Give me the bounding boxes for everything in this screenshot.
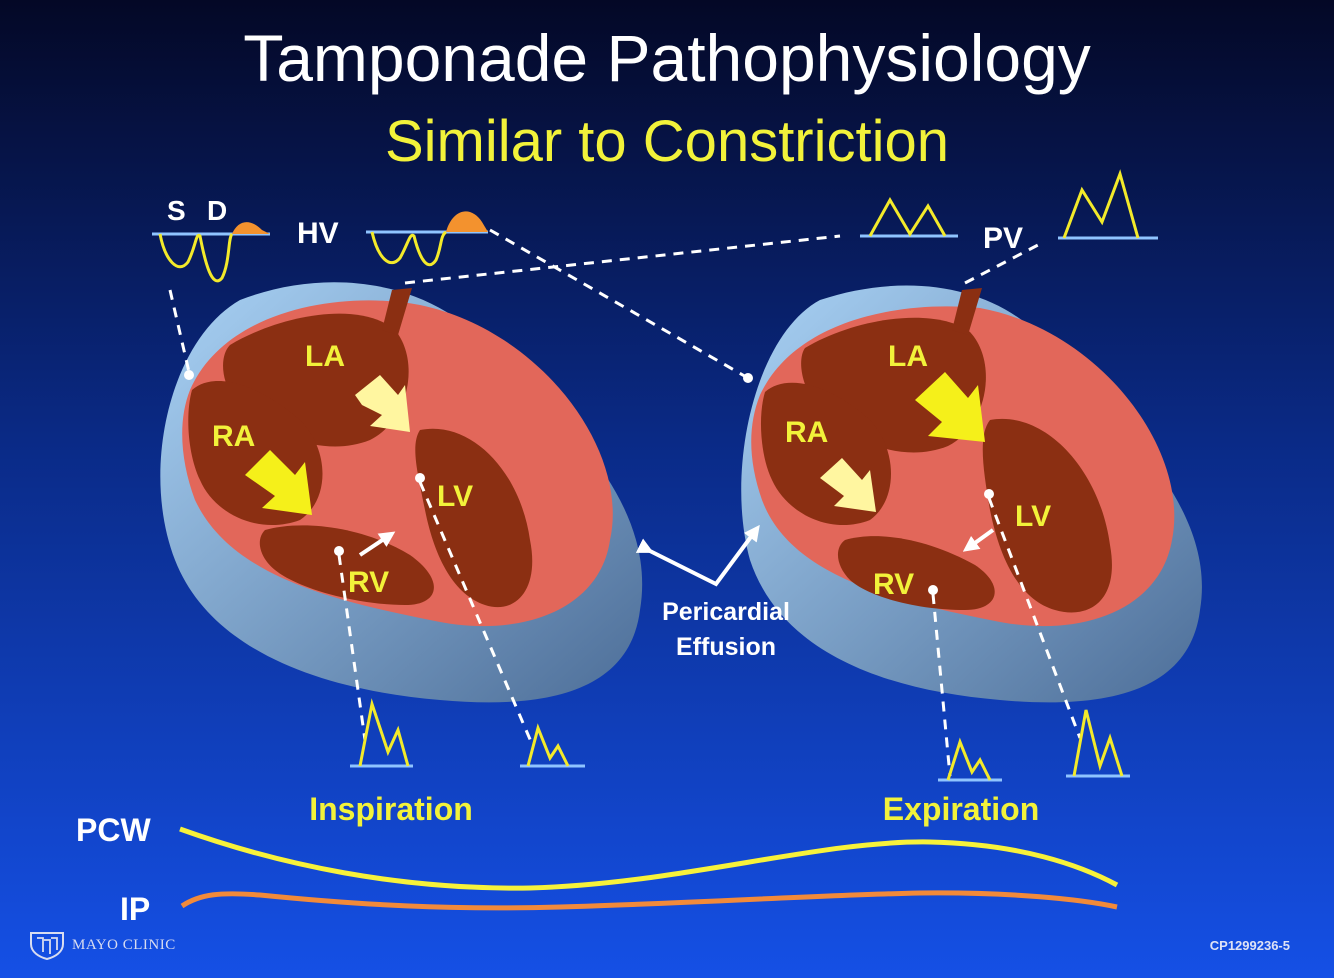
doppler-mitral-expiration [1066,709,1130,778]
heart-inspiration: LA RA LV RV [160,282,643,703]
label-ra-left: RA [212,420,255,453]
label-d: D [207,195,227,226]
doppler-hv-left: S D [152,195,270,283]
pcw-curve [179,826,1119,891]
doppler-tricuspid-expiration [938,737,1002,782]
doppler-pv-inspiration [860,196,958,238]
left-ventricle-right [982,418,1112,613]
doppler-mitral-inspiration [520,723,585,768]
sample-point-ra-left [184,370,194,380]
slide-subtitle: Similar to Constriction [384,109,950,174]
flow-arrow-la-lv-right [915,372,985,442]
doppler-pv-expiration [1058,169,1158,240]
doppler-hv-right [366,211,488,267]
connector-pv-left [404,234,841,285]
ip-curve [180,890,1118,911]
connector-lv-exp [987,497,1082,739]
mayo-shield-icon [30,932,64,960]
doppler-tricuspid-inspiration [350,698,413,768]
label-hv: HV [297,217,339,250]
dashed-connectors [168,228,1082,777]
connector-pv-right [964,243,1039,285]
left-ventricle-left [415,428,533,608]
slide-code: CP1299236-5 [1209,938,1290,953]
sample-point-lv-right [984,489,994,499]
flow-arrow-ra-rv-left [245,450,312,515]
connector-hv-left [168,289,191,373]
connector-rv-insp [337,554,367,741]
slide-title: Tamponade Pathophysiology [243,21,1091,95]
label-lv-right: LV [1015,500,1051,533]
effusion-label-line2: Effusion [676,633,776,661]
connector-rv-exp [931,593,952,777]
label-la-left: LA [305,340,345,373]
sample-point-rv-right [928,585,938,595]
label-pv: PV [983,222,1023,255]
effusion-label-line1: Pericardial [662,598,790,626]
label-ra-right: RA [785,416,828,449]
connector-lv-insp [418,481,534,745]
aorta-stub-right [952,288,982,335]
label-la-right: LA [888,340,928,373]
label-rv-left: RV [348,566,389,599]
mayo-clinic-logo: MAYO CLINIC [28,930,176,960]
connector-hv-right [489,228,749,380]
septal-shift-arrow-left [358,531,396,557]
septal-shift-arrow-right [962,528,995,552]
flow-arrow-la-lv-left [355,375,410,432]
label-expiration: Expiration [883,791,1039,827]
aorta-stub-left [382,288,412,335]
logo-text: MAYO CLINIC [72,936,176,953]
label-inspiration: Inspiration [309,791,473,827]
label-pcw: PCW [76,812,151,848]
flow-arrow-ra-rv-right [820,458,876,512]
sample-point-rv-left [334,546,344,556]
right-ventricle-right [837,536,995,610]
label-rv-right: RV [873,568,914,601]
label-ip: IP [120,891,150,927]
label-lv-left: LV [437,480,473,513]
effusion-callout: Pericardial Effusion [635,524,790,661]
heart-expiration: LA RA LV RV [741,285,1202,703]
sample-point-lv-left [415,473,425,483]
label-s: S [167,195,186,226]
